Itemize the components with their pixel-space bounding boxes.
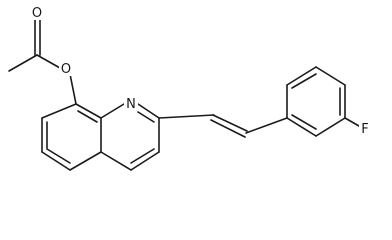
bond-c2-vinyl	[158, 114, 215, 119]
bond-p3-p4	[315, 66, 346, 86]
bond-p6-p1	[286, 117, 317, 137]
vinyl-double-bond-a	[212, 114, 248, 132]
fluorine-label: F	[361, 122, 368, 137]
inner-bond-c3-c4	[130, 148, 155, 164]
ring-nitrogen-label: N	[126, 97, 136, 112]
inner-bond-p6-p1	[291, 114, 317, 130]
atom-labels: O O N F	[30, 4, 371, 137]
inner-bond-n1-c2	[137, 111, 155, 123]
bond-c8a-n1	[100, 103, 125, 119]
bond-c4-c4a	[100, 151, 132, 171]
vinyl-double-bond-b	[210, 119, 246, 138]
inner-bond-p2-p3	[291, 73, 317, 89]
methyl-bond	[8, 54, 38, 72]
bond-n1-c2	[137, 103, 160, 119]
bond-c4a-c5	[69, 151, 102, 171]
bond-c7-c8	[41, 103, 77, 119]
pyridine-ring	[100, 103, 160, 171]
acetate-group	[8, 19, 77, 105]
benzo-ring	[41, 103, 102, 171]
inner-bond-c5-c6	[46, 148, 71, 164]
bond-c-f	[344, 117, 360, 127]
ester-bond-o-ring	[69, 73, 77, 105]
bond-c5-c6	[41, 151, 71, 171]
structure-svg: O O N F	[8, 4, 371, 171]
bond-c8-c8a	[75, 103, 102, 119]
ester-oxygen-label: O	[61, 62, 71, 77]
fluorophenyl-ring	[286, 66, 360, 137]
bond-vinyl-phenyl	[245, 117, 288, 134]
ester-bond-c	[36, 54, 61, 69]
inner-bond-c8-c8a	[77, 110, 98, 123]
bond-p2-p3	[286, 66, 317, 86]
bond-c3-c4	[130, 151, 160, 171]
bond-p5-p6	[315, 117, 346, 137]
vinyl-linker	[158, 114, 288, 138]
carbonyl-oxygen-label: O	[32, 6, 42, 21]
structure-canvas: O O N F	[8, 4, 371, 171]
